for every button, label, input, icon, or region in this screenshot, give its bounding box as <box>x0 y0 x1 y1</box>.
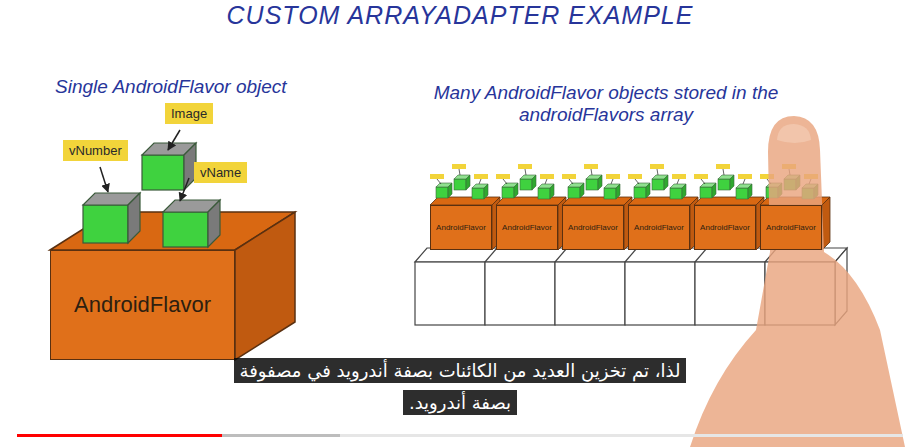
array-object-box: AndroidFlavor <box>562 205 624 250</box>
array-object-box: AndroidFlavor <box>694 205 756 250</box>
node-text: vName <box>200 165 241 180</box>
object-box: AndroidFlavor <box>50 250 235 360</box>
small-box-faces <box>694 164 764 250</box>
progress-track <box>17 434 903 437</box>
field-cube <box>142 143 196 190</box>
node-text: AndroidFlavor <box>568 223 618 232</box>
node-text: AndroidFlavor <box>74 292 211 318</box>
small-box-faces <box>496 164 566 250</box>
fingernail <box>777 124 811 143</box>
field-label: Image <box>165 103 213 124</box>
leader-arrow <box>168 130 180 150</box>
progress-buffer <box>17 434 340 437</box>
caption-label: Many AndroidFlavor objects stored in the… <box>420 82 792 126</box>
caption-label: Single AndroidFlavor object <box>55 76 325 98</box>
box-side-face <box>235 212 295 360</box>
small-box-faces <box>430 164 500 250</box>
node-text: لذا، تم تخزين العديد من الكائنات بصفة أن… <box>234 358 687 415</box>
node-text: AndroidFlavor <box>436 223 486 232</box>
array-object-box: AndroidFlavor <box>430 205 492 250</box>
leader-arrow <box>100 167 108 192</box>
node-text: AndroidFlavor <box>700 223 750 232</box>
progress-played <box>17 434 222 437</box>
field-cube <box>83 193 140 243</box>
field-label: vNumber <box>63 140 128 161</box>
array-object-box: AndroidFlavor <box>628 205 690 250</box>
node-text: AndroidFlavor <box>502 223 552 232</box>
node-text: AndroidFlavor <box>634 223 684 232</box>
array-object-box: AndroidFlavor <box>496 205 558 250</box>
node-text: vNumber <box>69 143 122 158</box>
pointing-hand <box>690 116 905 447</box>
small-box-faces <box>562 164 632 250</box>
leader-arrow <box>180 178 189 201</box>
slide-title: CUSTOM ARRAYADAPTER EXAMPLE <box>0 1 920 30</box>
field-label: vName <box>194 162 247 183</box>
node-text: Image <box>171 106 207 121</box>
small-box-faces <box>628 164 698 250</box>
array-object-box: AndroidFlavor <box>760 205 822 250</box>
node-text: AndroidFlavor <box>766 223 816 232</box>
field-cube <box>163 200 220 247</box>
subtitle-box: لذا، تم تخزين العديد من الكائنات بصفة أن… <box>226 355 694 419</box>
